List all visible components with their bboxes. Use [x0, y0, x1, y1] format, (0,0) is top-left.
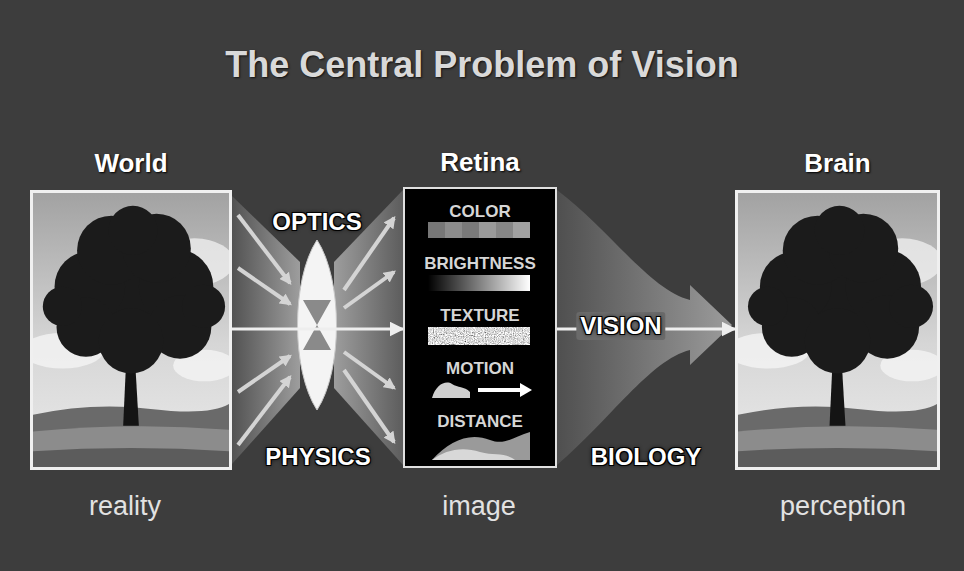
brightness-sample [428, 275, 530, 291]
retina-ground [403, 187, 557, 468]
edge-label: OPTICS [268, 208, 365, 236]
cue-label: BRIGHTNESS [424, 254, 535, 274]
cue-label: MOTION [446, 359, 514, 379]
lens-pattern [303, 300, 331, 350]
column-heading: World [94, 148, 167, 178]
tree-photo [21, 193, 236, 467]
distance-sample [432, 432, 530, 460]
process-label: BIOLOGY [591, 443, 702, 471]
cue-label: DISTANCE [437, 412, 523, 432]
brain-photo-frame: Brain [735, 190, 940, 470]
stage-caption: image [442, 490, 516, 522]
retina-panel: RetinaCOLORBRIGHTNESSTEXTUREMOTIONDISTAN… [403, 187, 557, 468]
column-heading: Brain [804, 148, 870, 178]
stage-caption: reality [89, 490, 161, 522]
lens [298, 240, 337, 410]
column-heading: Retina [440, 147, 519, 177]
edge-label: VISION [576, 312, 665, 340]
color-sample [428, 222, 530, 238]
motion-sample [432, 383, 532, 398]
stage-caption: perception [780, 490, 906, 522]
flow-arrow [232, 328, 403, 331]
texture-sample [428, 327, 530, 345]
diagram-title: The Central Problem of Vision [225, 44, 738, 86]
cue-label: COLOR [449, 202, 510, 222]
world-photo-frame: World [30, 190, 232, 470]
tree-photo [726, 193, 944, 467]
cue-label: TEXTURE [440, 306, 519, 326]
process-label: PHYSICS [265, 443, 370, 471]
